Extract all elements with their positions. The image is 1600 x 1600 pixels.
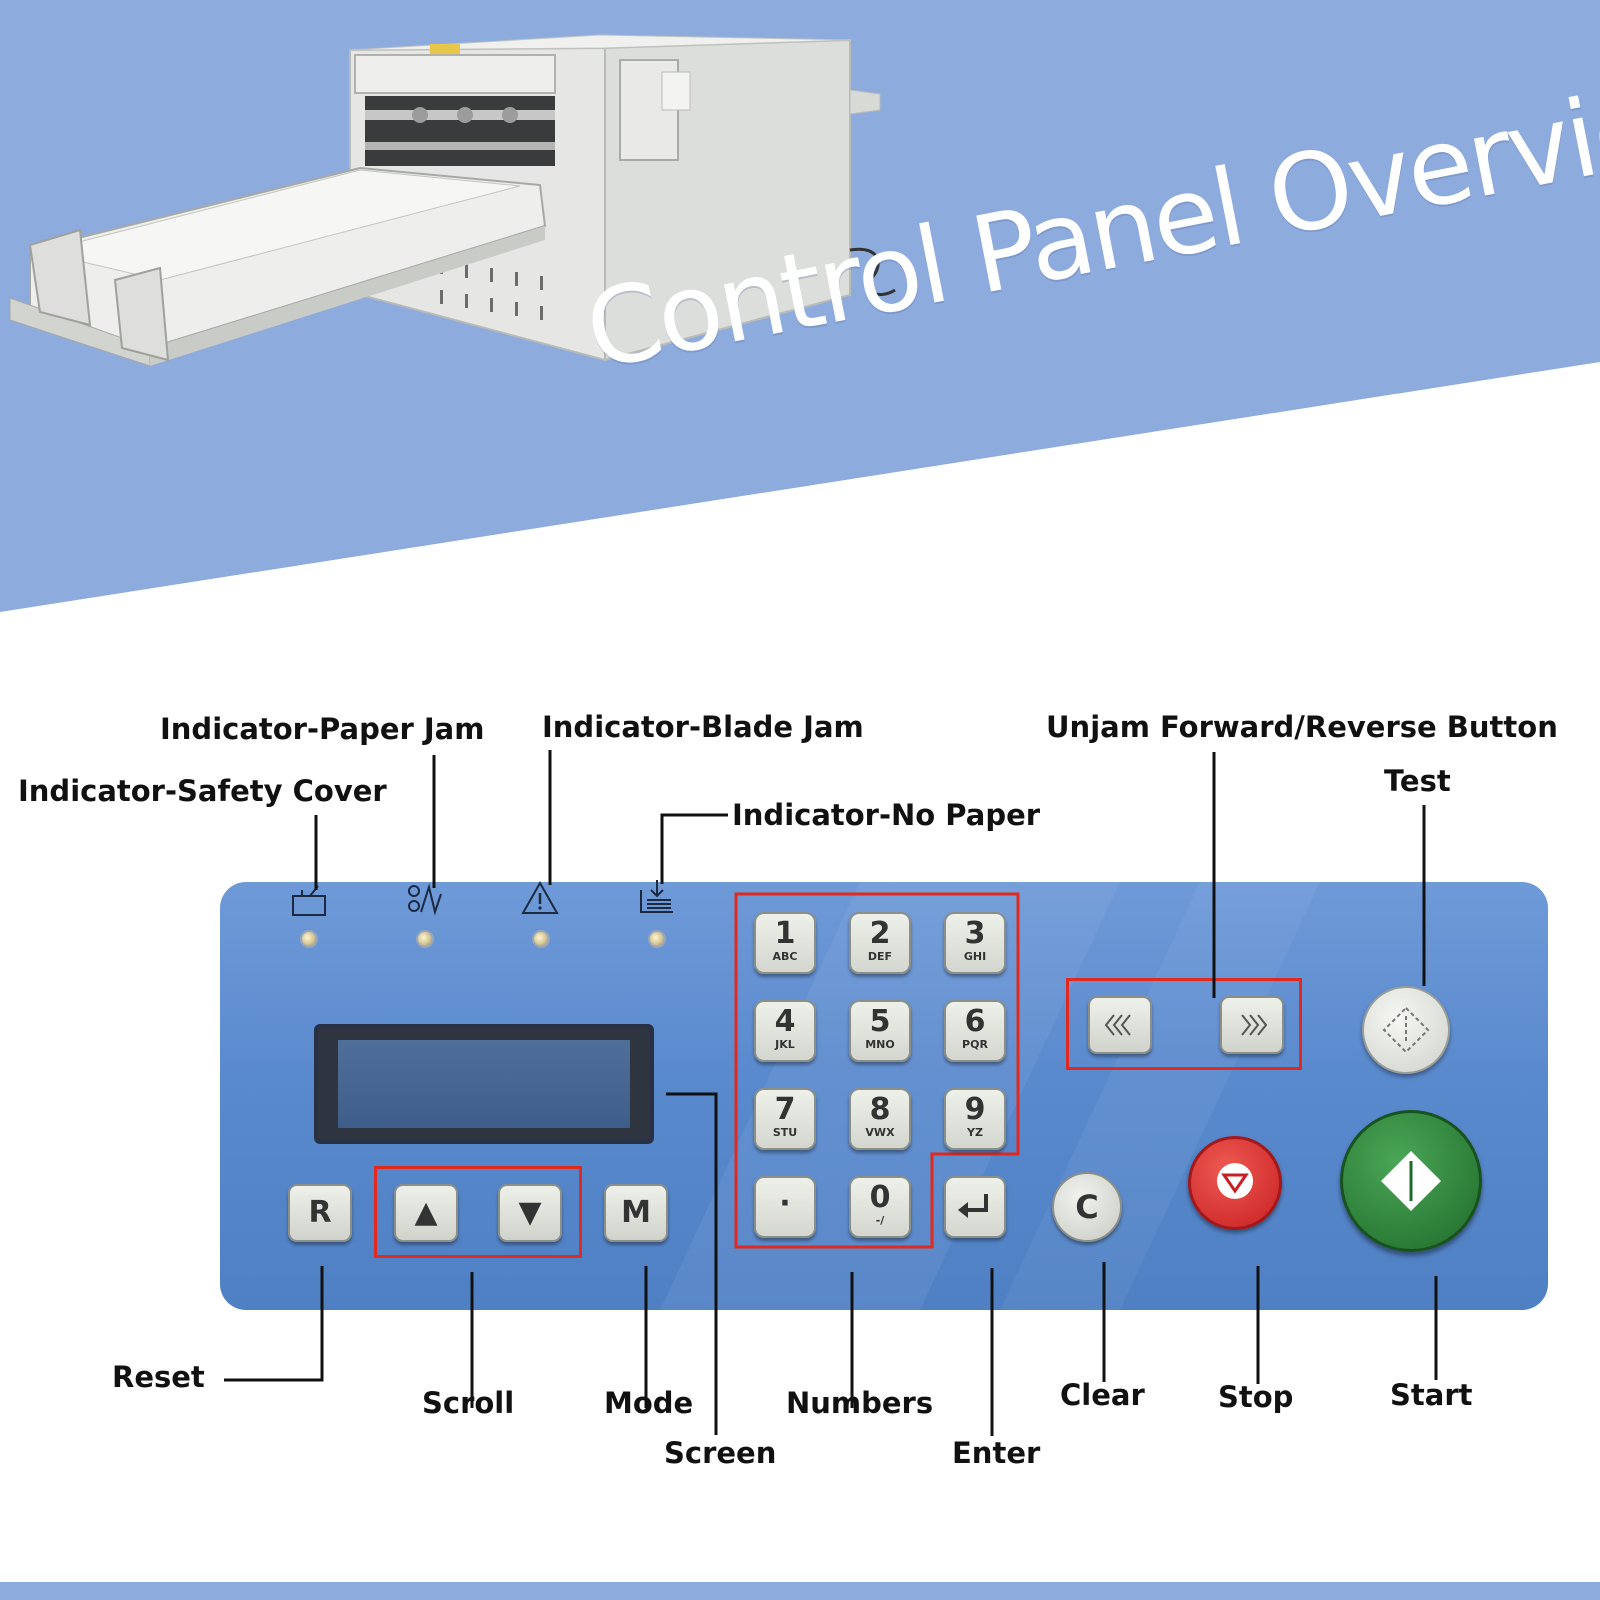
clear-button[interactable]: C [1052,1172,1122,1242]
label-blade-jam: Indicator-Blade Jam [542,710,864,744]
safety-cover-led [300,930,318,948]
label-paper-jam: Indicator-Paper Jam [160,712,485,746]
label-start: Start [1390,1378,1473,1412]
start-button[interactable] [1340,1110,1482,1252]
label-screen: Screen [664,1436,777,1470]
no-paper-led [648,930,666,948]
start-diamond-icon [1381,1151,1441,1211]
label-safety-cover: Indicator-Safety Cover [18,774,387,808]
label-no-paper: Indicator-No Paper [732,798,1041,832]
label-mode: Mode [604,1386,694,1420]
stop-button[interactable] [1188,1136,1282,1230]
scroll-up-button[interactable]: ▲ [394,1184,458,1242]
label-unjam: Unjam Forward/Reverse Button [1046,710,1558,744]
blade-jam-led [532,930,550,948]
reset-button[interactable]: R [288,1184,352,1242]
label-scroll: Scroll [422,1386,515,1420]
no-paper-icon [640,880,673,913]
label-enter: Enter [952,1436,1041,1470]
test-button[interactable] [1362,986,1450,1074]
unjam-reverse-button[interactable] [1088,996,1152,1054]
lcd-screen [338,1040,630,1128]
warning-triangle-icon [521,880,559,914]
label-numbers: Numbers [786,1386,934,1420]
enter-arrow-icon [958,1194,988,1218]
scroll-down-button[interactable]: ▼ [498,1184,562,1242]
test-diamond-icon [1382,1006,1430,1054]
unjam-forward-button[interactable] [1220,996,1284,1054]
label-stop: Stop [1218,1380,1294,1414]
label-test: Test [1384,764,1451,798]
enter-button[interactable] [944,1176,1006,1238]
key-0[interactable]: 0-/ [849,1176,911,1238]
reverse-arrows-icon [1104,1014,1131,1036]
numbers-highlight-box [734,892,1020,1249]
stop-icon [1217,1163,1253,1199]
label-clear: Clear [1060,1378,1145,1412]
mode-button[interactable]: M [604,1184,668,1242]
paper-jam-led [416,930,434,948]
key-dot[interactable]: · [754,1176,816,1238]
cutter-machine-image [9,34,896,367]
scroll-highlight-box [374,1166,582,1258]
paper-jam-icon [408,883,442,916]
label-reset: Reset [112,1360,205,1394]
bottom-stripe [0,1582,1600,1600]
forward-arrows-icon [1241,1014,1268,1036]
unjam-highlight-box [1066,978,1302,1070]
lcd-screen-frame [314,1024,654,1144]
